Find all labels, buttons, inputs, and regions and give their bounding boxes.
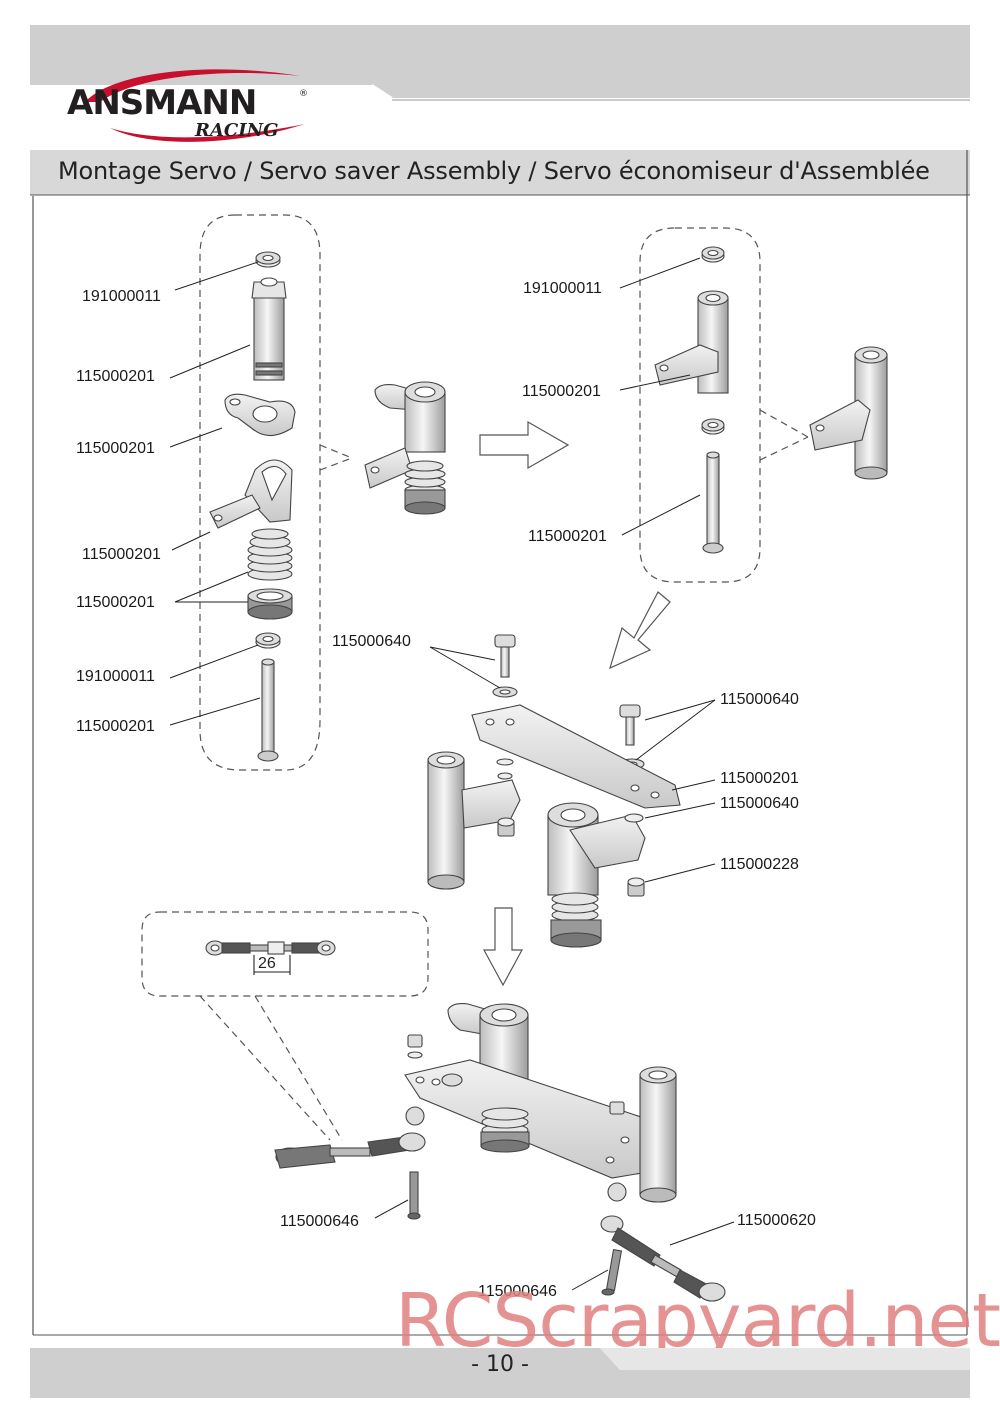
svg-text:RACING: RACING <box>194 120 279 141</box>
turnbuckle-callout <box>141 911 429 1141</box>
brand-logo: ANSMANN RACING ® <box>67 69 308 142</box>
part-label-left-3: 115000201 <box>76 440 155 457</box>
footer-band <box>30 1348 970 1398</box>
right-exploded-parts <box>654 246 729 554</box>
part-label-left-6: 191000011 <box>76 668 155 685</box>
part-label-bottom-2: 115000620 <box>737 1212 816 1229</box>
part-label-mid-3: 115000201 <box>720 770 799 787</box>
part-label-mid-5: 115000228 <box>720 856 799 873</box>
part-label-right-1: 191000011 <box>523 280 602 297</box>
part-label-left-7: 115000201 <box>76 718 155 735</box>
left-assembled-servo-saver <box>364 381 446 515</box>
svg-text:ANSMANN: ANSMANN <box>67 83 256 123</box>
arrow-right-icon <box>479 420 570 470</box>
right-assembled-post <box>809 346 888 480</box>
part-label-left-4: 115000201 <box>82 546 161 563</box>
header-band <box>30 25 970 196</box>
part-label-left-2: 115000201 <box>76 368 155 385</box>
page-number: - 10 - <box>471 1352 529 1377</box>
bottom-assembly <box>274 1003 726 1302</box>
right-exploded-group <box>639 227 809 583</box>
page-title: Montage Servo / Servo saver Assembly / S… <box>58 157 930 185</box>
part-label-mid-1: 115000640 <box>332 633 411 650</box>
middle-assembly <box>427 634 681 948</box>
arrow-diagonal-icon <box>609 591 671 670</box>
part-label-right-2: 115000201 <box>522 383 601 400</box>
part-label-bottom-3: 115000646 <box>478 1283 557 1300</box>
left-exploded-parts <box>209 251 296 762</box>
arrow-down-icon <box>482 907 524 987</box>
part-label-mid-2: 115000640 <box>720 691 799 708</box>
dimension-label: 26 <box>258 955 276 972</box>
part-label-right-3: 115000201 <box>528 528 607 545</box>
part-label-bottom-1: 115000646 <box>280 1213 359 1230</box>
leader-lines <box>169 257 735 1291</box>
svg-text:®: ® <box>299 89 308 99</box>
part-label-mid-4: 115000640 <box>720 795 799 812</box>
part-label-left-5: 115000201 <box>76 594 155 611</box>
left-exploded-group <box>199 214 353 771</box>
part-label-left-1: 191000011 <box>82 288 161 305</box>
turnbuckle-detail <box>205 940 336 975</box>
